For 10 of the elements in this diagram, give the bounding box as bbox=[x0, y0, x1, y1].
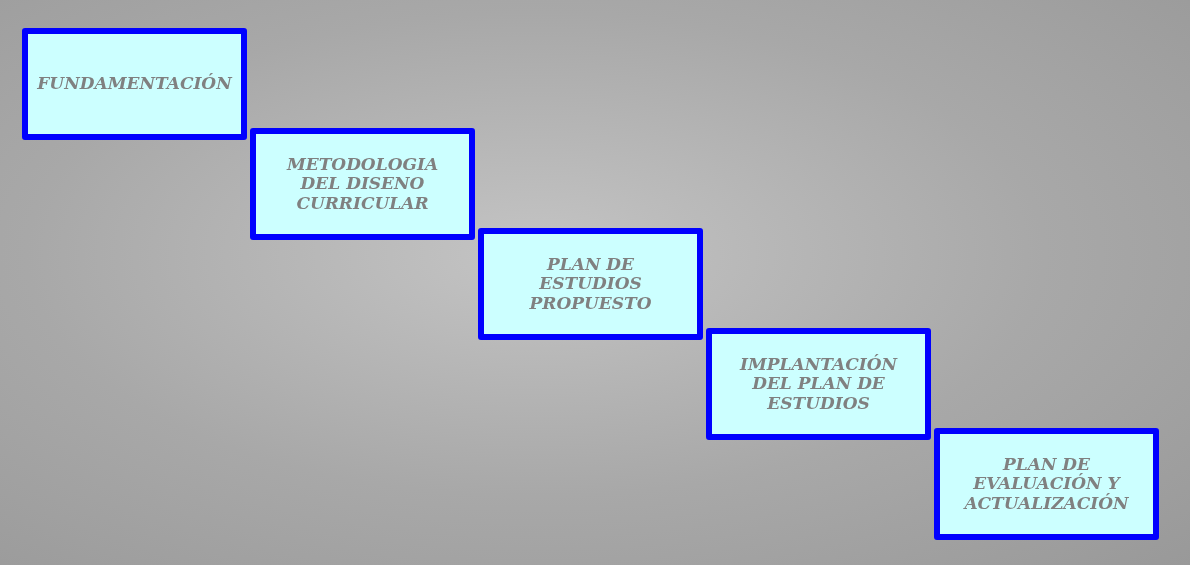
process-box bbox=[250, 128, 475, 240]
process-box bbox=[706, 328, 931, 440]
process-box bbox=[22, 28, 247, 140]
box-label: PLAN DE EVALUACIÓN Y ACTUALIZACIÓN bbox=[962, 454, 1130, 514]
box-label: METODOLOGIA DEL DISENO CURRICULAR bbox=[285, 154, 440, 214]
process-box bbox=[934, 428, 1159, 540]
process-box bbox=[478, 228, 703, 340]
box-label: PLAN DE ESTUDIOS PROPUESTO bbox=[528, 254, 653, 314]
box-label: FUNDAMENTACIÓN bbox=[37, 74, 232, 94]
box-label: IMPLANTACIÓN DEL PLAN DE ESTUDIOS bbox=[738, 354, 899, 414]
